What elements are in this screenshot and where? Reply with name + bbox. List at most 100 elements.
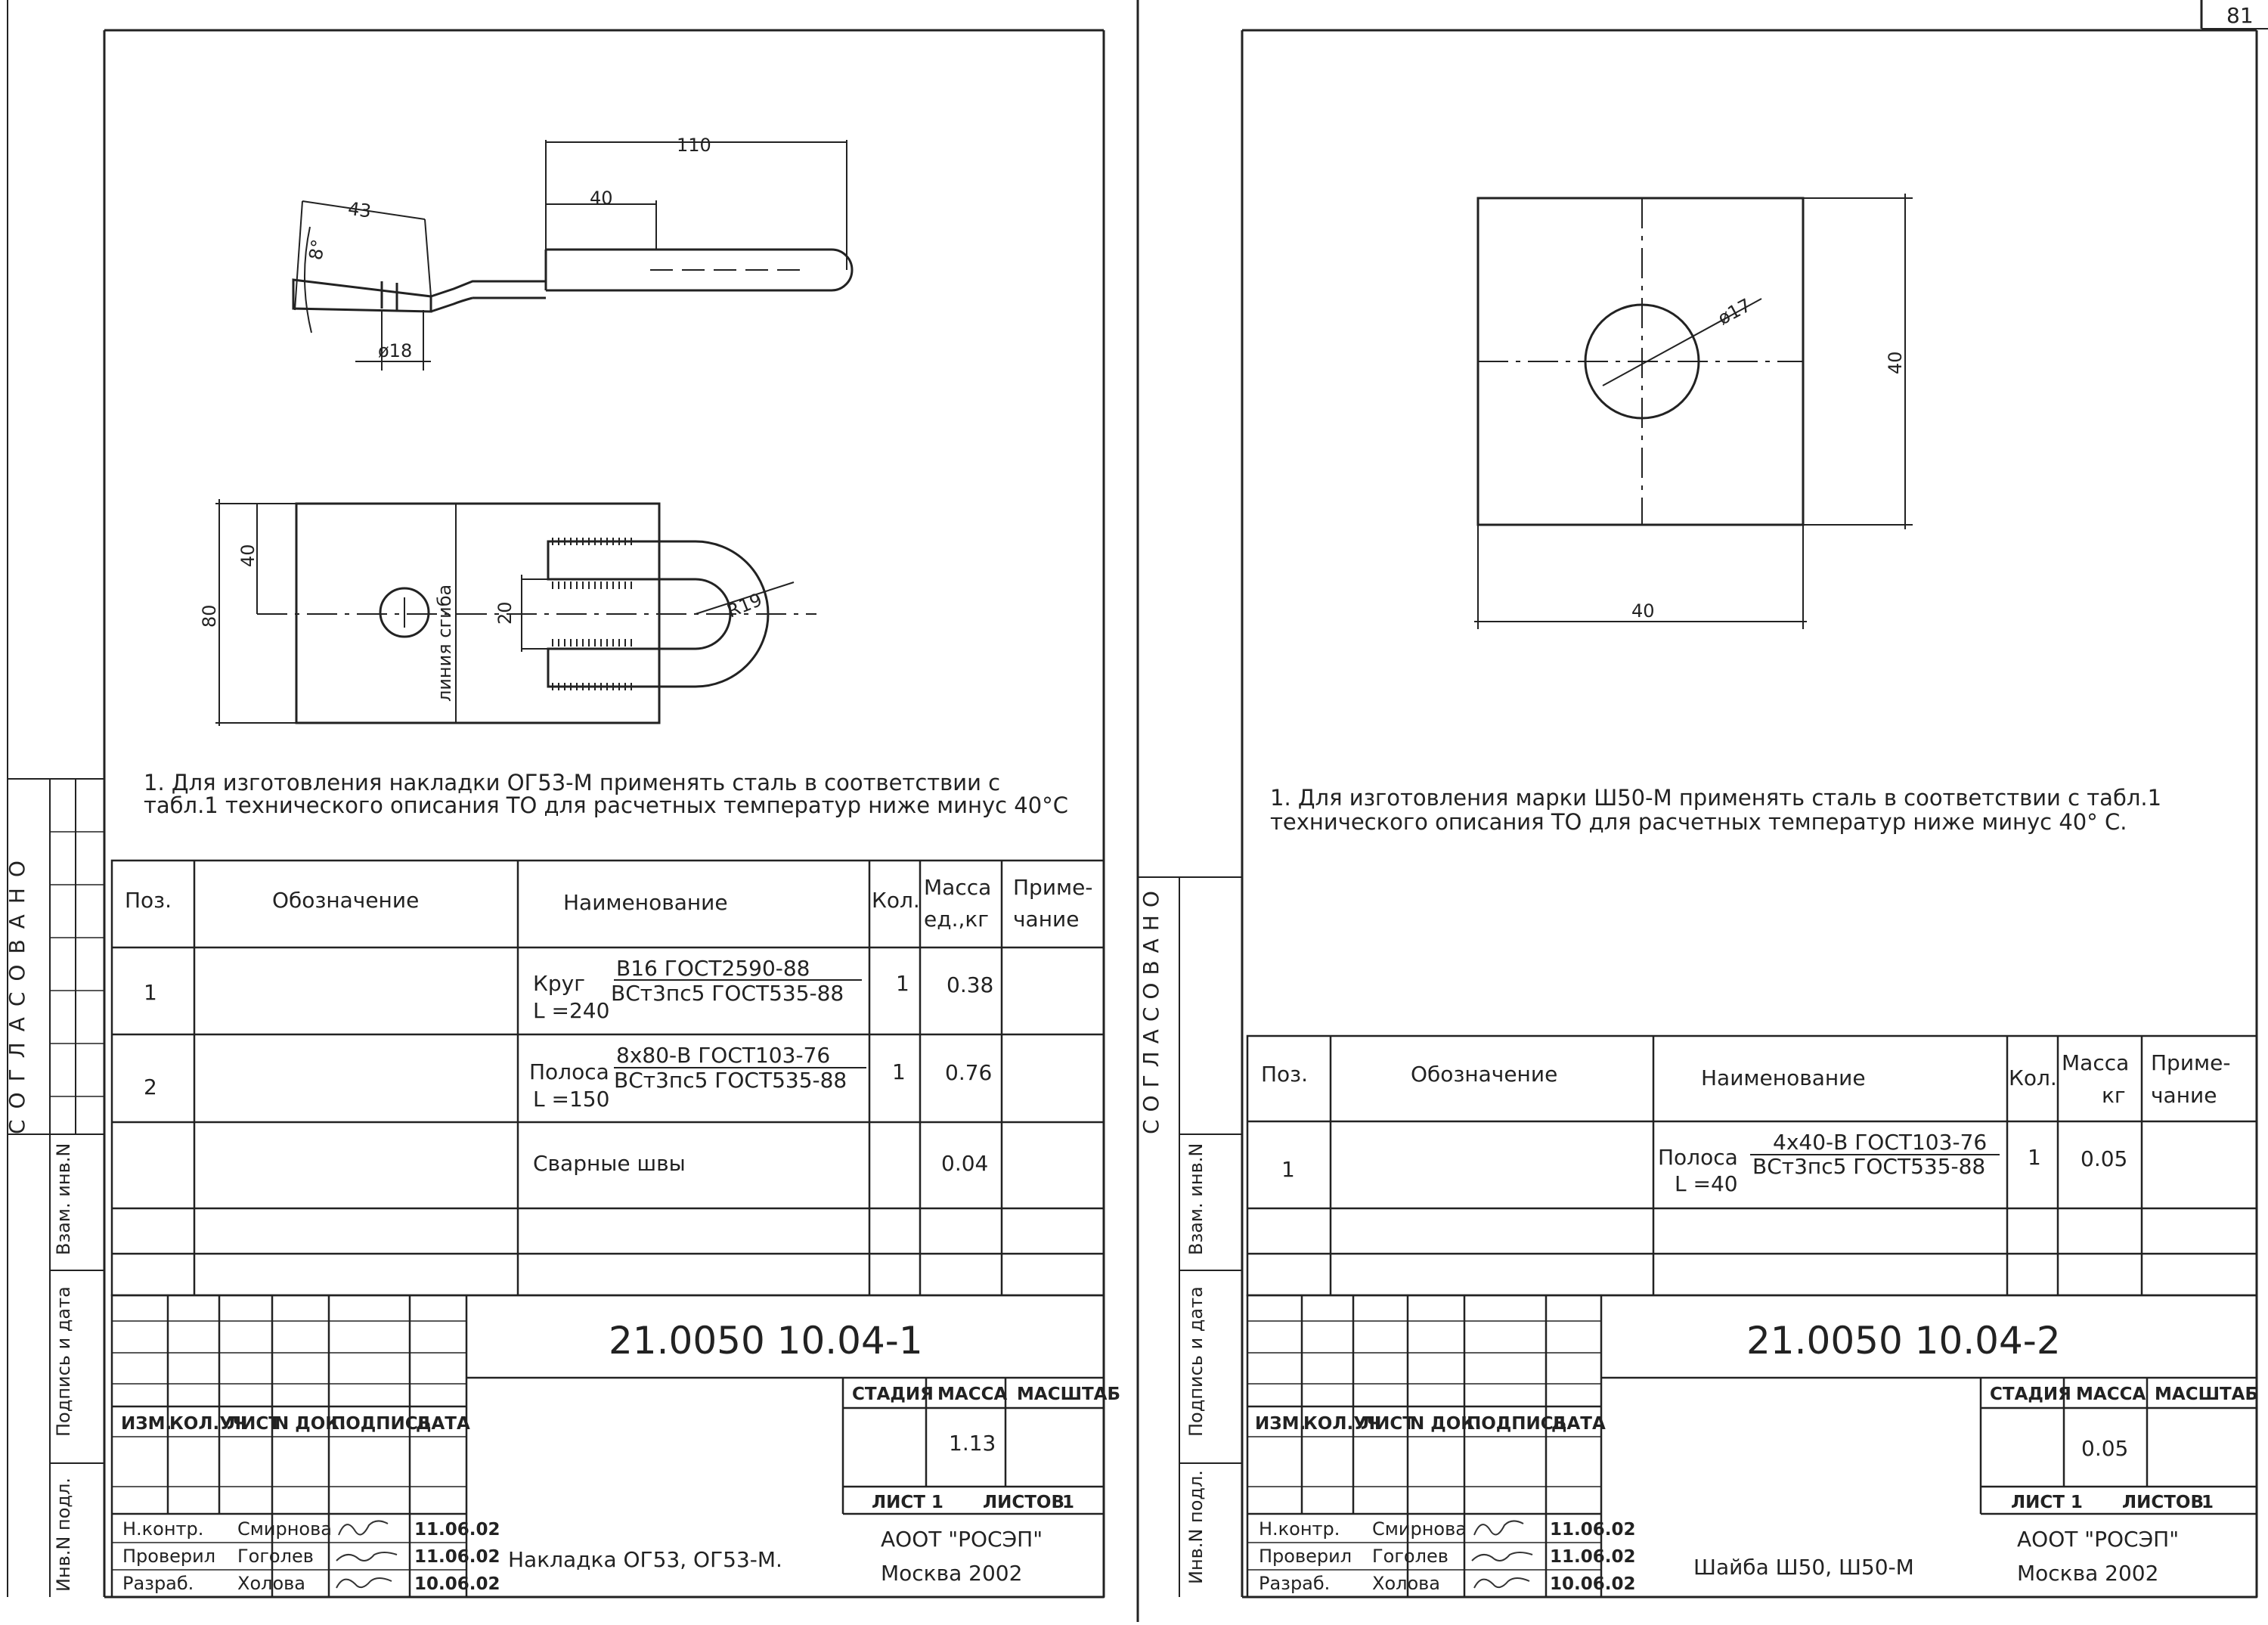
right-row1-qty: 1 <box>2028 1145 2041 1170</box>
right-note-line1: 1. Для изготовления марки Ш50-М применят… <box>1270 785 2161 811</box>
bar-dimensions <box>294 140 847 371</box>
left-signatures <box>336 1520 398 1589</box>
right-org: АООТ "РОСЭП" <box>2017 1527 2179 1552</box>
left-mass-label: МАССА <box>937 1385 1007 1404</box>
right-spec-table <box>1246 1034 2258 1297</box>
right-date-1: 11.06.02 <box>1550 1520 1636 1540</box>
left-row3-mass: 0.04 <box>941 1151 988 1176</box>
right-th-note1: Приме- <box>2151 1050 2230 1075</box>
right-col-kolch: КОЛ.УЧ <box>1303 1414 1381 1434</box>
dim-43: 43 <box>347 198 373 222</box>
left-col-podpis: ПОДПИСЬ <box>331 1414 431 1434</box>
left-row2-pos: 2 <box>144 1075 157 1099</box>
left-row2-prefix: Полоса <box>529 1059 609 1084</box>
left-sheet-label: ЛИСТ 1 <box>872 1493 943 1512</box>
dim-40-horizontal: 40 <box>1631 600 1655 622</box>
right-row1-bottom: ВСт3пс5 ГОСТ535-88 <box>1752 1154 1985 1179</box>
right-sheets-value: 1 <box>2201 1493 2214 1512</box>
right-row1-prefix: Полоса <box>1658 1145 1738 1170</box>
right-th-name: Наименование <box>1701 1065 1866 1090</box>
right-th-pos: Поз. <box>1261 1062 1308 1087</box>
dim-40-vertical: 40 <box>1885 351 1906 374</box>
right-item-name: Шайба Ш50, Ш50-М <box>1693 1555 1914 1580</box>
dim-r19: R19 <box>724 589 765 622</box>
left-date-3: 10.06.02 <box>414 1574 500 1594</box>
left-th-mass2: ед.,кг <box>924 907 989 932</box>
right-th-qty: Кол. <box>2009 1065 2057 1090</box>
left-org: АООТ "РОСЭП" <box>881 1527 1043 1552</box>
right-city-year: Москва 2002 <box>2017 1561 2158 1586</box>
left-row2-bottom: ВСт3пс5 ГОСТ535-88 <box>614 1068 847 1093</box>
left-row1-qty: 1 <box>896 971 909 996</box>
left-th-note1: Приме- <box>1013 875 1092 900</box>
left-col-izm: ИЗМ. <box>121 1414 172 1434</box>
right-role-3: Разраб. <box>1259 1573 1330 1594</box>
right-stage-label: СТАДИЯ <box>1990 1385 2071 1404</box>
side-stamp-podpis: Подпись и дата <box>53 1286 74 1437</box>
left-date-1: 11.06.02 <box>414 1520 500 1540</box>
left-col-list: ЛИСТ <box>227 1414 280 1434</box>
right-th-designation: Обозначение <box>1411 1062 1557 1087</box>
right-name-1: Смирнова <box>1372 1518 1467 1540</box>
right-col-izm: ИЗМ. <box>1255 1414 1306 1434</box>
left-role-1: Н.контр. <box>122 1518 203 1540</box>
left-row1-bottom: ВСт3пс5 ГОСТ535-88 <box>611 981 844 1006</box>
right-row1-pos: 1 <box>1281 1157 1295 1182</box>
left-col-kolch: КОЛ.УЧ <box>169 1414 247 1434</box>
right-date-3: 10.06.02 <box>1550 1574 1636 1594</box>
right-code: 21.0050 10.04-2 <box>1746 1319 2061 1363</box>
left-th-designation: Обозначение <box>272 888 419 913</box>
left-col-data: ДАТА <box>416 1414 470 1434</box>
side-stamp-vzam: Взам. инв.N <box>53 1143 74 1255</box>
part-drawing-bar <box>292 248 854 313</box>
right-name-3: Холова <box>1372 1573 1440 1594</box>
right-row1-mass: 0.05 <box>2081 1146 2127 1171</box>
right-sheets-label: ЛИСТОВ <box>2122 1493 2204 1512</box>
right-th-note2: чание <box>2151 1083 2217 1108</box>
dim-8deg: 8° <box>305 237 329 262</box>
part-drawing-washer <box>1476 197 1805 526</box>
left-row3-name: Сварные швы <box>533 1151 686 1176</box>
right-side-stamp-vzam: Взам. инв.N <box>1185 1143 1207 1255</box>
page-number-box: 81 <box>2200 0 2268 29</box>
left-col-ndok: N ДОК. <box>274 1414 346 1434</box>
left-sheets-label: ЛИСТОВ <box>983 1493 1064 1512</box>
left-row2-len: L =150 <box>533 1087 609 1112</box>
right-note-line2: технического описания ТО для расчетных т… <box>1270 809 2127 835</box>
dim-40-bar: 40 <box>590 188 613 209</box>
side-stamp-agreed: СОГЛАСОВАНО <box>5 850 29 1134</box>
left-row1-prefix: Круг <box>533 971 585 996</box>
page-number: 81 <box>2226 3 2254 28</box>
left-code: 21.0050 10.04-1 <box>609 1319 923 1363</box>
dim-d17: ø17 <box>1715 294 1755 329</box>
side-stamp-inv: Инв.N подл. <box>53 1478 74 1592</box>
left-th-mass1: Масса <box>924 875 991 900</box>
part-drawing-plate <box>257 502 816 724</box>
right-date-2: 11.06.02 <box>1550 1547 1636 1567</box>
dim-d18: ø18 <box>378 340 412 361</box>
right-scale-label: МАСШТАБ <box>2155 1385 2258 1404</box>
left-row1-top: В16 ГОСТ2590-88 <box>616 956 810 981</box>
left-note-line2: табл.1 технического описания ТО для расч… <box>144 792 1068 818</box>
washer-dimensions <box>1474 194 1913 629</box>
left-row2-mass: 0.76 <box>945 1060 992 1085</box>
left-th-name: Наименование <box>563 890 728 915</box>
right-side-stamp-inv: Инв.N подл. <box>1185 1470 1207 1584</box>
right-role-1: Н.контр. <box>1259 1518 1340 1540</box>
right-role-2: Проверил <box>1259 1546 1352 1567</box>
right-col-ndok: N ДОК. <box>1410 1414 1482 1434</box>
left-th-note2: чание <box>1013 907 1079 932</box>
right-row1-len: L =40 <box>1675 1171 1738 1196</box>
left-date-2: 11.06.02 <box>414 1547 500 1567</box>
right-signatures <box>1471 1520 1533 1589</box>
left-spec-table <box>110 859 1105 1297</box>
right-col-podpis: ПОДПИСЬ <box>1467 1414 1566 1434</box>
left-th-qty: Кол. <box>872 888 920 913</box>
left-role-2: Проверил <box>122 1546 215 1567</box>
right-side-stamp-podpis: Подпись и дата <box>1185 1286 1207 1437</box>
left-row1-len: L =240 <box>533 998 609 1023</box>
right-name-2: Гоголев <box>1372 1546 1448 1567</box>
right-sheet-label: ЛИСТ 1 <box>2011 1493 2083 1512</box>
right-col-data: ДАТА <box>1551 1414 1606 1434</box>
